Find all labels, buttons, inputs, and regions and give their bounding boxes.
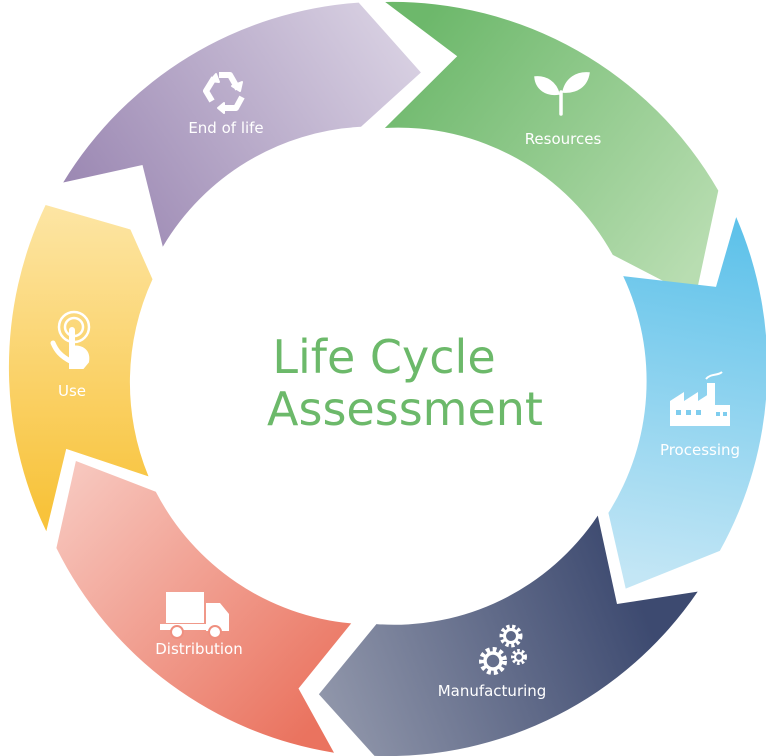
stage-end-of-life-segment bbox=[63, 2, 421, 247]
sprout-icon bbox=[534, 72, 590, 116]
diagram-title-line-1: Life Cycle bbox=[272, 330, 495, 384]
stage-processing-label: Processing bbox=[660, 441, 740, 459]
gears-icon bbox=[479, 624, 527, 675]
recycle-icon bbox=[203, 72, 245, 114]
factory-icon bbox=[670, 371, 730, 426]
stage-resources-label: Resources bbox=[525, 130, 602, 148]
truck-icon bbox=[160, 592, 229, 639]
stage-manufacturing-segment bbox=[318, 515, 698, 756]
tap-hand-icon bbox=[50, 310, 91, 369]
stage-end-of-life-label: End of life bbox=[188, 119, 263, 137]
stage-manufacturing-label: Manufacturing bbox=[438, 682, 547, 700]
stage-resources-segment bbox=[384, 1, 719, 298]
stage-use-label: Use bbox=[58, 382, 86, 400]
diagram-title-line-2: Assessment bbox=[267, 382, 543, 436]
stage-distribution-label: Distribution bbox=[155, 640, 243, 658]
